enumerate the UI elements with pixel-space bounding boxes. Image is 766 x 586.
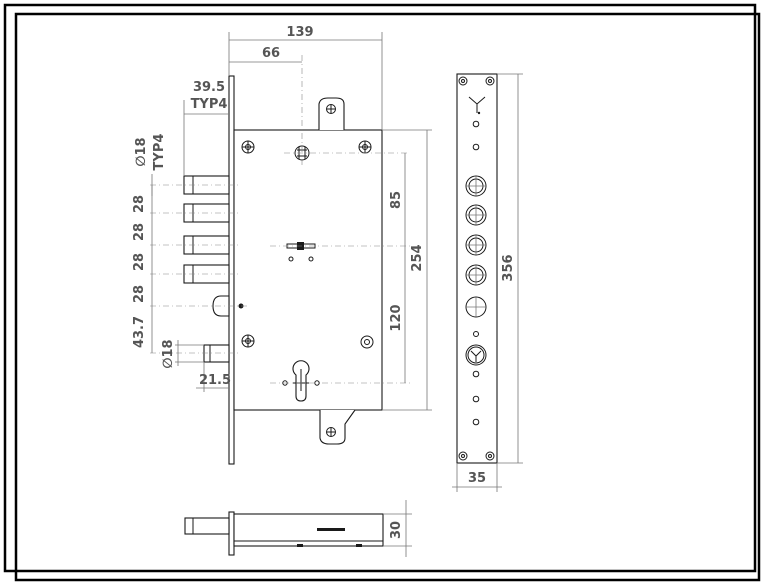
dim-bolt-diameter-note: TYP4 [152, 134, 167, 171]
dim-lower-center: 120 [389, 304, 404, 331]
bottom-view-dimension-lines [383, 500, 412, 557]
faceplate-view [456, 73, 498, 464]
faceplate-dimension-lines [452, 73, 523, 492]
dim-bolt-pitch-2: 28 [132, 223, 147, 241]
dim-bolt-pitch-4: 28 [132, 285, 147, 303]
dim-overall-width: 139 [286, 25, 313, 40]
dim-faceplate-height: 356 [501, 254, 516, 281]
dim-case-height: 254 [410, 244, 425, 271]
outer-frame [3, 3, 757, 573]
dimension-lines [151, 32, 432, 411]
brand-logo-icon [468, 96, 486, 113]
deadbolt [203, 344, 230, 363]
dim-cylinder-offset: 66 [262, 46, 280, 61]
dim-bolt-projection-note: TYP4 [191, 97, 228, 112]
dim-latch-offset: 43.7 [132, 316, 147, 348]
dim-bolt-pitch-1: 28 [132, 195, 147, 213]
dim-bolt-projection: 39.5 [193, 80, 225, 95]
dim-upper-center: 85 [389, 191, 404, 209]
dim-deadbolt-projection: 21.5 [199, 373, 231, 388]
inner-frame [14, 12, 761, 582]
dim-faceplate-width: 35 [468, 471, 486, 486]
center-lines [150, 55, 410, 384]
bolts [183, 175, 230, 284]
cylinder-hole [282, 360, 320, 402]
dim-bolt-pitch-3: 28 [132, 253, 147, 271]
dim-bolt-diameter: ∅18 [134, 137, 149, 166]
lock-case-front-view [183, 75, 383, 465]
dim-deadbolt-diameter: ∅18 [161, 339, 176, 368]
lock-case-bottom-view [184, 511, 384, 556]
dim-case-depth: 30 [389, 521, 404, 539]
